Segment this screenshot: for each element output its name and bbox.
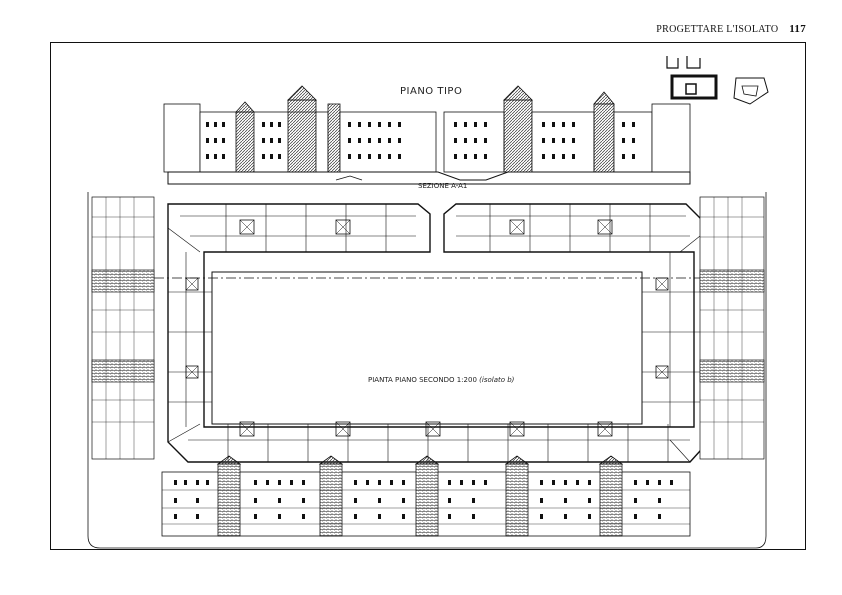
- bottom-elevation-windows: [174, 480, 673, 519]
- plan-caption-note: (isolato b): [479, 376, 515, 384]
- running-head: PROGETTARE L'ISOLATO 117: [656, 23, 806, 35]
- key-plan-icons: [666, 56, 769, 105]
- bottom-elevation: [87, 455, 767, 549]
- section-a-a1: [163, 85, 691, 185]
- section-windows: [206, 122, 635, 159]
- page-number: 117: [789, 23, 806, 35]
- architectural-drawing: [87, 56, 769, 549]
- plan-caption: PIANTA PIANO SECONDO 1:200 (isolato b): [368, 376, 514, 384]
- left-elevation: [87, 192, 155, 536]
- floor-plan: [154, 203, 711, 463]
- running-head-title: PROGETTARE L'ISOLATO: [656, 24, 779, 35]
- drawing-frame: [50, 42, 806, 550]
- plan-caption-text: PIANTA PIANO SECONDO 1:200: [368, 376, 477, 384]
- right-elevation: [699, 192, 767, 536]
- typical-floor-label: PIANO TIPO: [400, 86, 463, 97]
- section-label: SEZIONE A-A1: [418, 182, 468, 190]
